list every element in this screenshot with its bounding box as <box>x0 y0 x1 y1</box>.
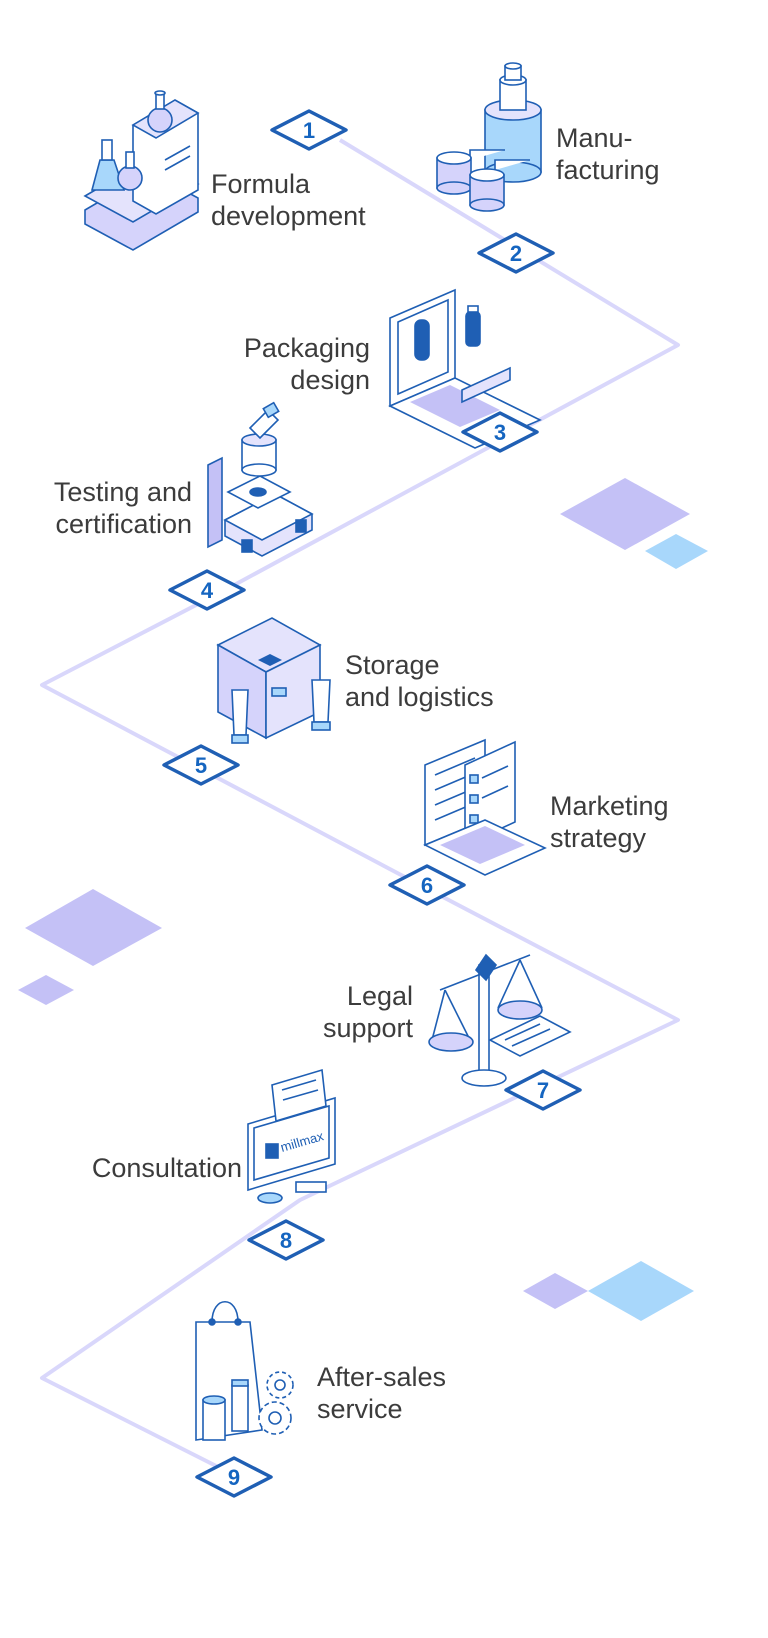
box-logistics-icon <box>216 617 331 744</box>
step-badge: 2 <box>477 232 555 274</box>
step-label-manufacturing: Manu- facturing <box>556 122 660 186</box>
step-label-testing-certification: Testing and certification <box>54 476 192 540</box>
decorative-diamonds <box>18 478 708 1321</box>
label-line: support <box>322 1013 413 1043</box>
badge-diamond <box>388 864 466 906</box>
label-line: design <box>290 365 370 395</box>
marketing-documents-icon <box>423 738 547 876</box>
step-number: 2 <box>510 241 522 266</box>
step-number: 3 <box>494 420 506 445</box>
label-line: Manu- <box>556 123 633 153</box>
step-number: 1 <box>303 118 315 143</box>
step-label-marketing-strategy: Marketing strategy <box>550 790 669 854</box>
diamond-shape <box>523 1273 588 1309</box>
label-line: After-sales <box>317 1362 447 1392</box>
badge-diamond <box>270 109 348 151</box>
step-badge: 1 <box>270 109 348 151</box>
monitor-consultation-icon: millmax <box>247 1068 336 1204</box>
scales-icon <box>428 953 572 1087</box>
label-line: service <box>317 1394 403 1424</box>
diamond-shape <box>560 478 690 550</box>
diamond-shape <box>18 975 74 1005</box>
step-label-after-sales-service: After-sales service <box>317 1361 446 1425</box>
step-badge: 7 <box>504 1069 582 1111</box>
step-badge: 5 <box>162 744 240 786</box>
step-number: 6 <box>421 873 433 898</box>
label-line: strategy <box>550 823 647 853</box>
step-label-storage-logistics: Storage and logistics <box>345 649 494 713</box>
badge-diamond <box>168 569 246 611</box>
manufacturing-machine-icon <box>436 62 542 212</box>
badge-diamond <box>504 1069 582 1111</box>
step-number: 5 <box>195 753 207 778</box>
microscope-icon <box>207 401 314 557</box>
step-label-packaging-design: Packaging design <box>244 332 370 396</box>
label-line: Packaging <box>243 333 370 363</box>
badge-diamond <box>162 744 240 786</box>
diamond-shape <box>25 889 162 966</box>
step-badges: 1 2 3 4 5 6 7 8 <box>162 109 582 1498</box>
label-line: Legal <box>346 981 413 1011</box>
step-label-legal-support: Legal support <box>323 980 413 1044</box>
step-number: 8 <box>280 1228 292 1253</box>
step-badge: 6 <box>388 864 466 906</box>
badge-diamond <box>247 1219 325 1261</box>
shopping-bag-gears-icon <box>195 1301 294 1441</box>
label-line: Testing and <box>53 477 192 507</box>
label-line: and logistics <box>345 682 494 712</box>
label-line: Consultation <box>91 1153 242 1183</box>
label-line: Formula <box>211 169 311 199</box>
badge-diamond <box>477 232 555 274</box>
step-badge: 4 <box>168 569 246 611</box>
step-badge: 8 <box>247 1219 325 1261</box>
step-number: 4 <box>201 578 214 603</box>
step-badge: 9 <box>195 1456 273 1498</box>
label-line: Marketing <box>550 791 669 821</box>
badge-diamond <box>195 1456 273 1498</box>
badge-diamond <box>461 411 539 453</box>
label-line: Storage <box>345 650 440 680</box>
label-line: facturing <box>556 155 660 185</box>
step-label-consultation: Consultation <box>92 1152 242 1184</box>
label-line: certification <box>55 509 192 539</box>
diamond-shape <box>645 534 708 569</box>
step-number: 9 <box>228 1465 240 1490</box>
step-number: 7 <box>537 1078 549 1103</box>
label-line: development <box>211 201 366 231</box>
flask-lab-icon <box>83 90 200 251</box>
step-label-formula-development: Formula development <box>211 168 366 232</box>
step-badge: 3 <box>461 411 539 453</box>
diamond-shape <box>588 1261 694 1321</box>
